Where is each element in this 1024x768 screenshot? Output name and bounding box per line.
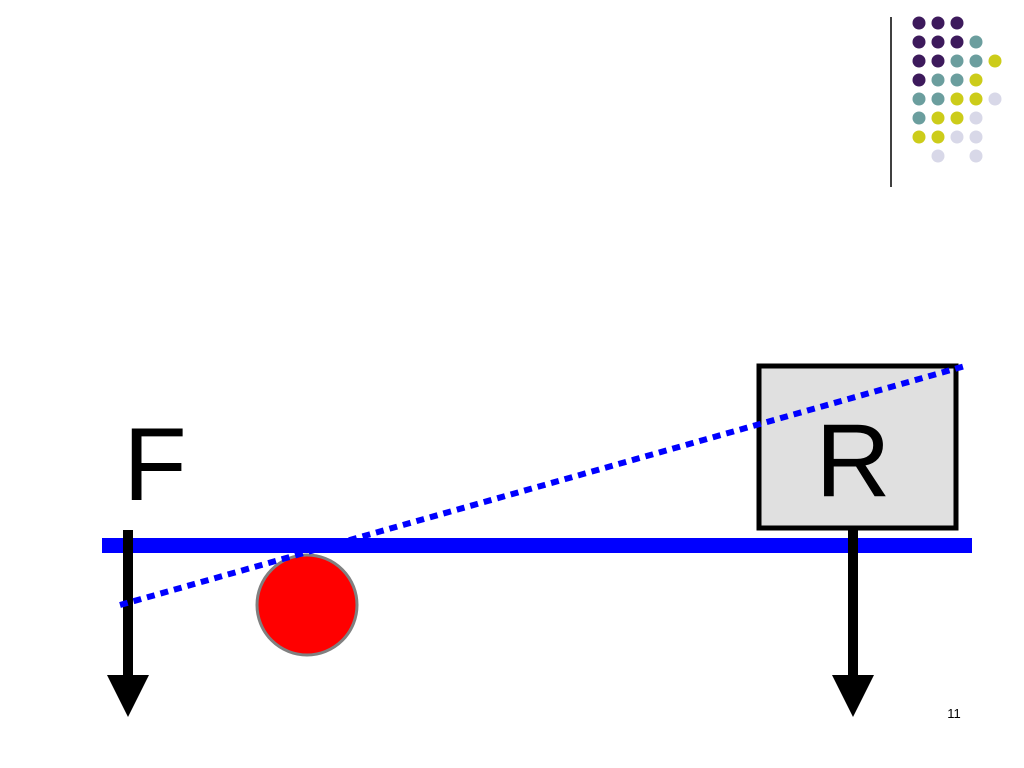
decorative-dot xyxy=(950,54,964,68)
decorative-dot xyxy=(969,35,983,49)
decorative-dot xyxy=(931,149,945,163)
decorative-dot xyxy=(912,16,926,30)
tilted-lever-line xyxy=(119,363,966,608)
decorative-dot xyxy=(969,92,983,106)
effort-arrow xyxy=(107,530,149,717)
effort-label: F xyxy=(123,407,187,523)
load-box xyxy=(756,363,959,531)
decorative-dot xyxy=(969,73,983,87)
decorative-dot xyxy=(912,54,926,68)
page-number: 11 xyxy=(947,706,961,721)
decorative-dot xyxy=(912,130,926,144)
decorative-dot xyxy=(950,111,964,125)
decorative-dot xyxy=(931,54,945,68)
decorative-dot xyxy=(969,111,983,125)
fulcrum xyxy=(255,553,359,657)
decorative-dot xyxy=(931,111,945,125)
decorative-dot xyxy=(950,130,964,144)
decorative-dot xyxy=(912,111,926,125)
decorative-dot xyxy=(988,54,1002,68)
decorative-dot xyxy=(931,16,945,30)
decorative-dot xyxy=(931,92,945,106)
decorative-dot xyxy=(950,16,964,30)
load-label: R xyxy=(815,403,890,519)
decorative-dot xyxy=(969,149,983,163)
lever-beam xyxy=(102,538,972,553)
decorative-dot xyxy=(912,35,926,49)
decorative-dot xyxy=(950,73,964,87)
decorative-dot xyxy=(988,92,1002,106)
load-arrow xyxy=(832,530,874,717)
decorative-dot xyxy=(931,73,945,87)
decorative-dot xyxy=(950,92,964,106)
decorative-dot xyxy=(912,73,926,87)
decorative-dot xyxy=(912,92,926,106)
decorative-dot xyxy=(931,130,945,144)
decorative-dot xyxy=(950,35,964,49)
decorative-dot-grid xyxy=(912,16,1002,163)
decorative-dot xyxy=(931,35,945,49)
decorative-dot xyxy=(969,130,983,144)
decorative-dot xyxy=(969,54,983,68)
